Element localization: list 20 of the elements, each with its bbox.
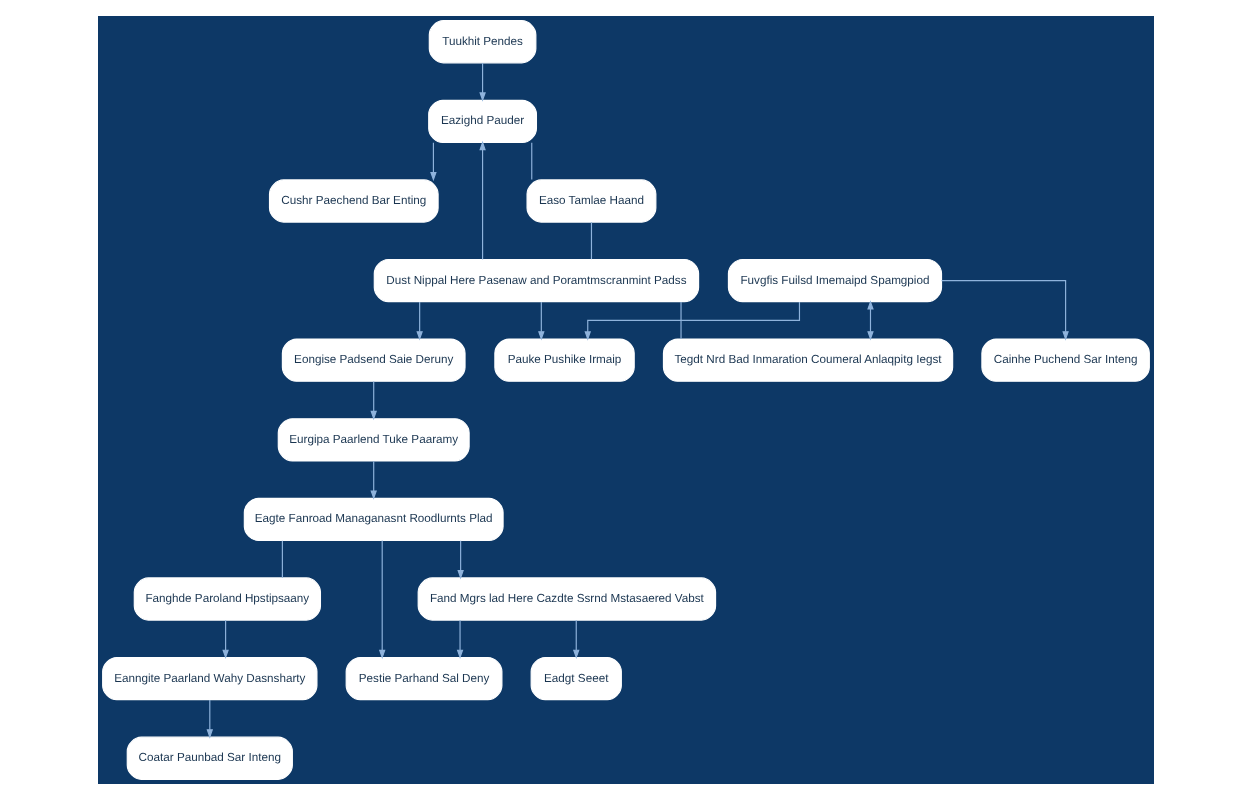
arrow — [583, 301, 800, 341]
arrow — [455, 619, 463, 659]
arrow — [221, 619, 228, 659]
arrow — [369, 380, 376, 421]
arrow — [205, 699, 213, 739]
connector — [280, 540, 282, 579]
arrow — [415, 301, 422, 341]
arrow — [939, 280, 1068, 341]
connector — [530, 142, 532, 181]
connector — [679, 301, 681, 340]
connector — [589, 221, 592, 260]
arrow — [478, 140, 485, 261]
arrow — [377, 539, 385, 660]
arrow — [571, 619, 579, 659]
arrow — [369, 460, 376, 500]
arrow — [429, 142, 436, 182]
arrow — [478, 62, 485, 102]
arrow — [537, 301, 544, 341]
arrow — [456, 540, 463, 580]
arrow — [866, 300, 873, 341]
